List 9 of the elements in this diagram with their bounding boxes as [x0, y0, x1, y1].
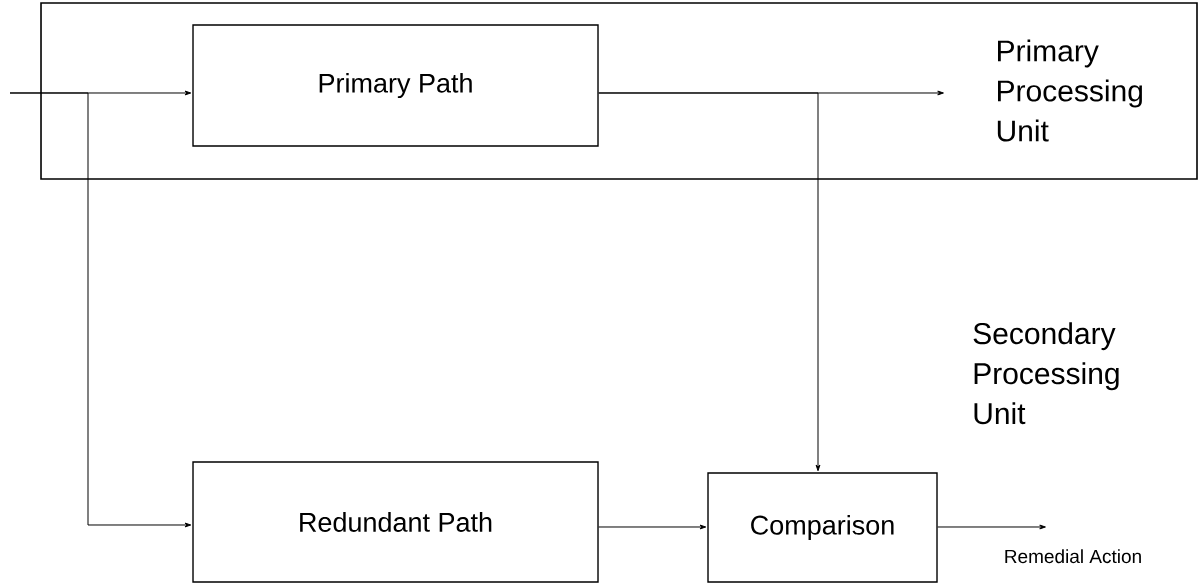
process-box: Primary Path — [192, 24, 599, 147]
arrow — [598, 92, 821, 472]
process-box: Comparison — [707, 472, 938, 583]
process-box: Redundant Path — [192, 461, 599, 583]
arrow — [937, 524, 1046, 530]
arrow — [9, 92, 192, 528]
edge-label: Remedial Action — [1005, 549, 1141, 564]
arrow — [598, 524, 707, 530]
unit-label: Secondary Processing Unit — [973, 322, 1119, 425]
